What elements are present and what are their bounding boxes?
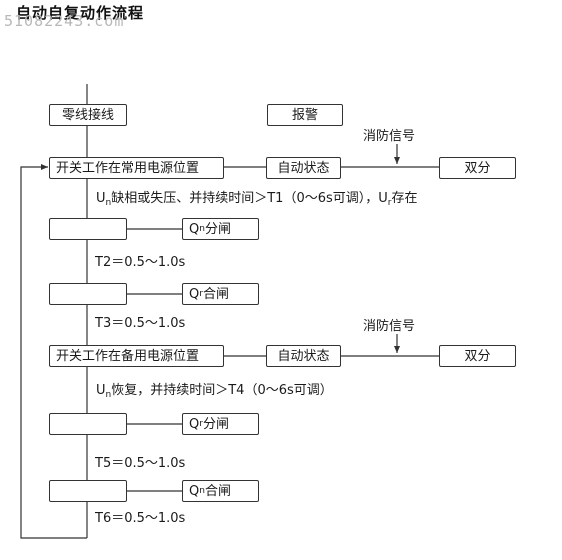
condition-1: Un缺相或失压、并持续时间＞T1（0～6s可调），Ur存在 [96,191,418,208]
t5-label: T5＝0.5～1.0s [95,456,186,471]
normal-position-box: 开关工作在常用电源位置 [49,157,224,179]
t6-label: T6＝0.5～1.0s [95,511,186,526]
auto-state-box-1: 自动状态 [266,157,341,179]
backup-position-box: 开关工作在备用电源位置 [49,345,224,367]
watermark: 51082243.com [4,12,125,30]
step-box-3 [49,413,127,435]
fire-signal-label-2: 消防信号 [363,319,416,334]
diagram-title: 自动自复动作流程 [16,4,145,22]
alarm-box: 报警 [267,104,343,126]
condition-2: Un恢复，并持续时间＞T4（0～6s可调） [96,383,333,400]
fire-signal-label-1: 消防信号 [363,129,416,144]
step-box-4 [49,480,127,502]
t3-label: T3＝0.5～1.0s [95,316,186,331]
zero-line-box: 零线接线 [49,104,127,126]
step-box-1 [49,218,127,240]
auto-state-box-2: 自动状态 [266,345,341,367]
t2-label: T2＝0.5～1.0s [95,255,186,270]
step-box-2 [49,283,127,305]
return-loop-line [20,164,87,539]
dual-off-box-1: 双分 [439,157,516,179]
dual-off-box-2: 双分 [439,345,516,367]
